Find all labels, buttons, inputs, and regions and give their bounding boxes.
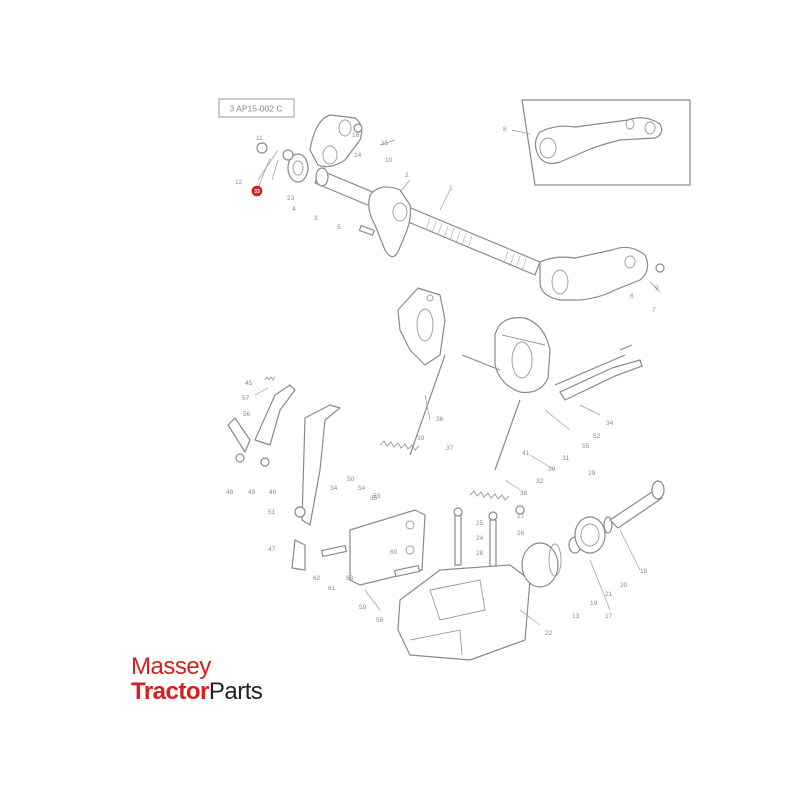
callout: 6 — [630, 293, 634, 300]
callout: 29 — [588, 470, 596, 477]
callout: 56 — [243, 411, 251, 418]
callout: 49 — [248, 489, 256, 496]
massey-tractor-parts-logo: Massey TractorParts — [131, 653, 263, 705]
support-bracket — [291, 509, 426, 586]
callout-labels: 1 2 3 4 5 6 7 8 9 10 11 12 13 14 15 16 1… — [226, 126, 659, 637]
callout: 15 — [381, 140, 389, 147]
callout: 17 — [605, 613, 613, 620]
callout: 12 — [235, 179, 243, 186]
callout: 39 — [417, 435, 425, 442]
logo-parts: Parts — [208, 678, 263, 705]
callout: 45 — [245, 380, 253, 387]
callout: 11 — [256, 135, 263, 142]
bolts — [453, 505, 525, 571]
callout: 18 — [640, 568, 648, 575]
reference-box: 3 AP15-002 C — [218, 98, 295, 118]
callout: 21 — [605, 591, 613, 598]
callout: 38 — [520, 490, 528, 497]
callout: 51 — [268, 509, 276, 516]
callout: 5 — [337, 224, 341, 231]
callout: 20 — [620, 582, 628, 589]
cross-shaft — [287, 153, 541, 276]
callout: 62 — [313, 575, 321, 582]
callout: 4 — [292, 206, 296, 213]
callout: 9 — [655, 285, 659, 292]
quadrant-plate — [397, 287, 446, 366]
ram-arm — [358, 186, 412, 258]
callout: 34 — [606, 420, 614, 427]
left-levers — [227, 384, 341, 526]
callout: 16 — [352, 132, 360, 139]
callout: 55 — [582, 443, 590, 450]
callout: 23 — [287, 195, 295, 202]
callout: 31 — [562, 455, 570, 462]
callout: 35 — [370, 495, 378, 502]
valve-block — [397, 564, 531, 661]
callout: 58 — [376, 617, 384, 624]
callout: 2 — [405, 172, 409, 179]
logo-line1: Massey — [131, 653, 211, 680]
callout: 30 — [548, 466, 556, 473]
callout: 34 — [330, 485, 338, 492]
right-lift-arm — [539, 246, 665, 301]
callout: 22 — [545, 630, 553, 637]
springs — [264, 376, 510, 501]
callout: 54 — [358, 485, 366, 492]
logo-tractor: Tractor — [131, 678, 209, 705]
callout: 63 — [346, 575, 354, 582]
left-lift-arm — [256, 114, 363, 168]
callout: 52 — [593, 433, 601, 440]
reference-code: 3 AP15-002 C — [230, 104, 283, 114]
callout: 19 — [590, 600, 598, 607]
callout: 36 — [436, 416, 444, 423]
callout: 57 — [242, 395, 250, 402]
callout: 50 — [347, 476, 355, 483]
callout: 27 — [517, 513, 525, 520]
callout: 32 — [536, 478, 544, 485]
callout: 46 — [269, 489, 277, 496]
inset-lift-arm — [511, 99, 691, 186]
callout: 60 — [390, 549, 398, 556]
callout: 37 — [446, 445, 454, 452]
callout: 7 — [652, 307, 656, 314]
control-rods — [409, 344, 643, 471]
callout: 61 — [328, 585, 336, 592]
cam-housing — [494, 317, 551, 394]
highlighted-callout-text: 33 — [254, 189, 260, 195]
callout: 1 — [449, 185, 453, 192]
piston-assembly — [521, 480, 665, 588]
callout: 8 — [503, 126, 507, 133]
callout: 13 — [572, 613, 580, 620]
logo-line2: TractorParts — [131, 678, 263, 705]
callout: 59 — [359, 604, 367, 611]
callout: 3 — [314, 215, 318, 222]
leader-lines — [254, 139, 661, 626]
callout: 25 — [476, 520, 484, 527]
highlighted-callout-33[interactable]: 33 — [251, 157, 271, 197]
callout: 53 — [373, 493, 381, 500]
callout: 24 — [476, 535, 484, 542]
callout: 41 — [522, 450, 530, 457]
callout: 14 — [354, 152, 362, 159]
callout: 28 — [476, 550, 484, 557]
callout: 10 — [385, 157, 393, 164]
callout: 47 — [268, 546, 276, 553]
callout: 48 — [226, 489, 234, 496]
callout: 26 — [517, 530, 525, 537]
